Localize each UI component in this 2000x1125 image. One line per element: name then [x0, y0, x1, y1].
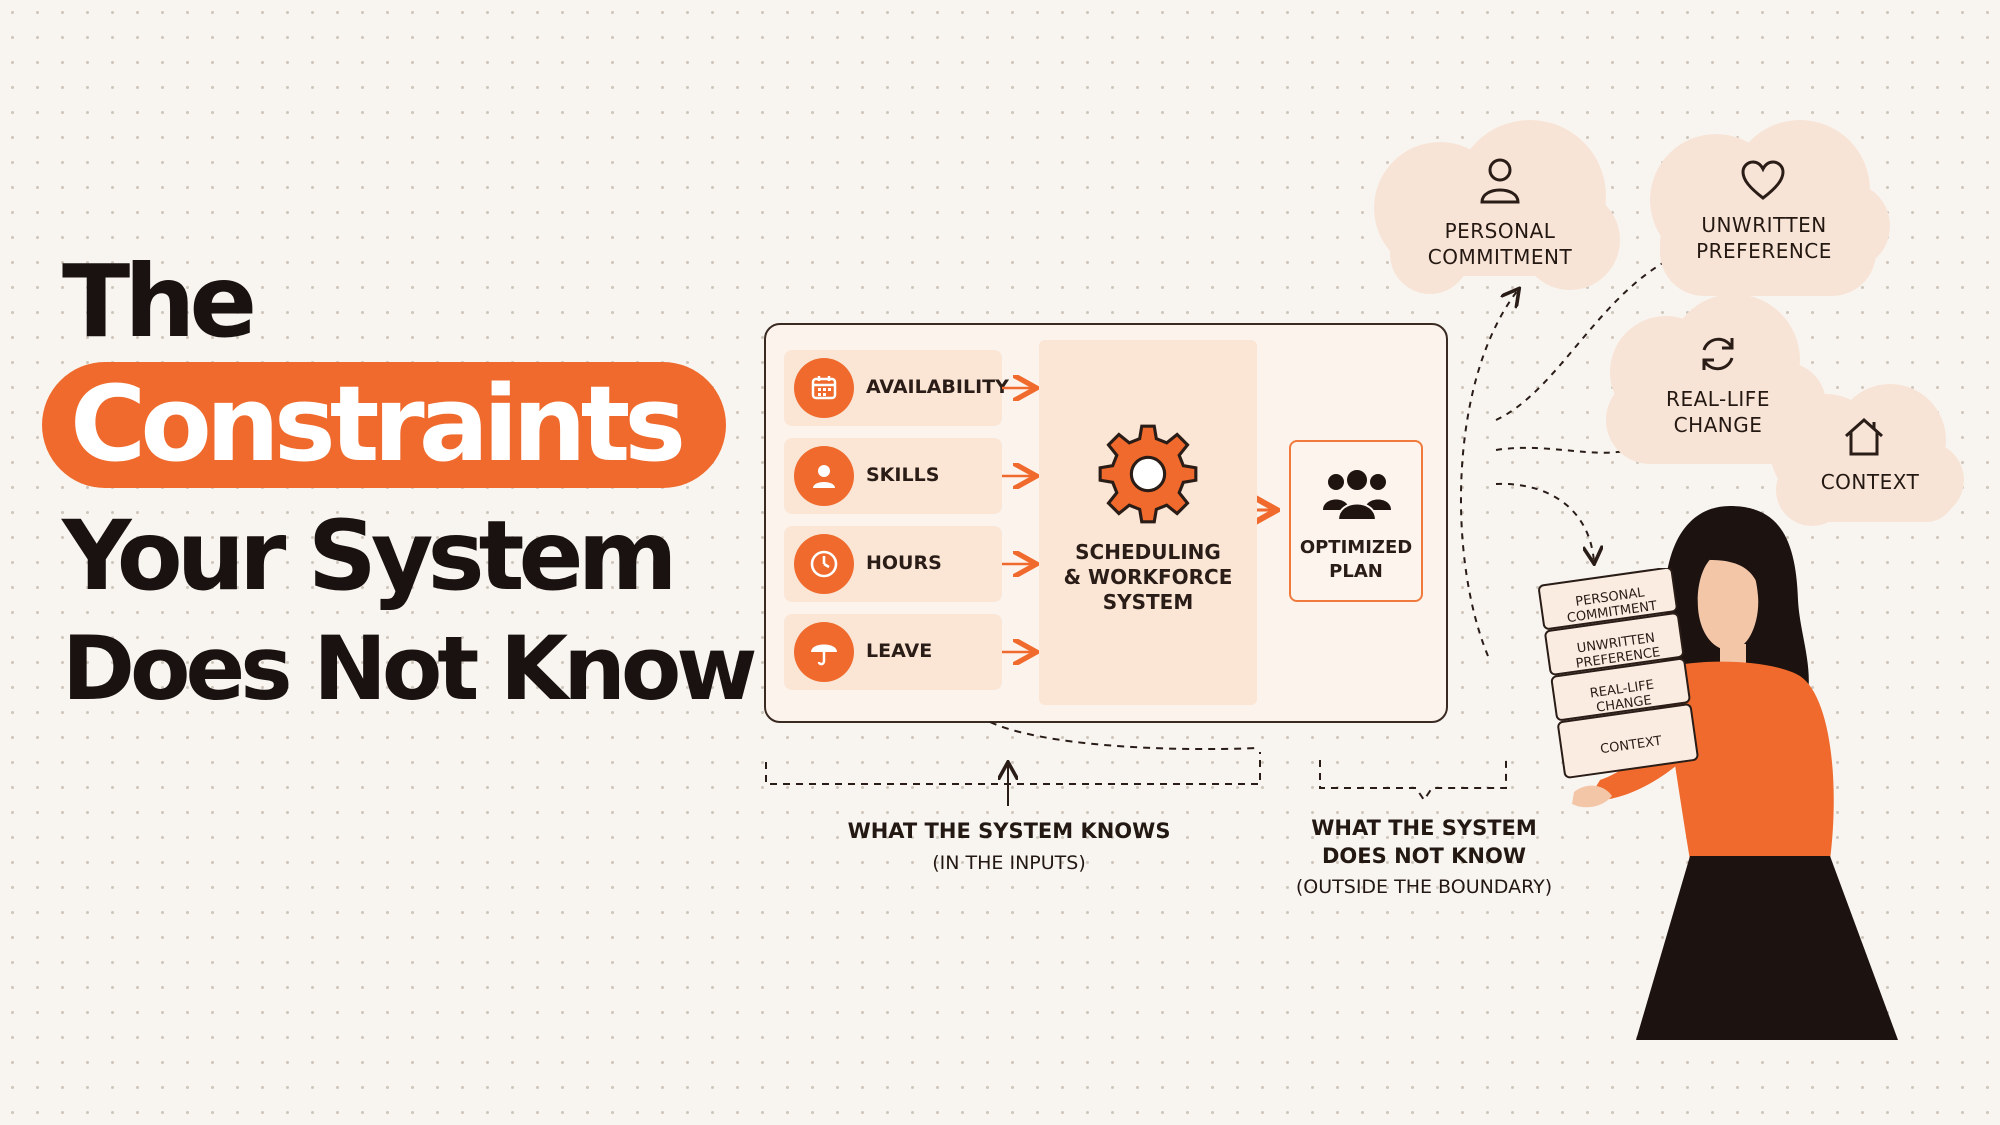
house-icon: [1845, 417, 1883, 456]
cloud-context: [1770, 384, 1964, 526]
input-label-skills: SKILLS: [866, 464, 940, 486]
team-icon: [1323, 468, 1391, 521]
input-label-availability: AVAILABILITY: [866, 376, 1009, 398]
system-label: SCHEDULING & WORKFORCE SYSTEM: [1063, 540, 1233, 614]
title-line-1: The: [62, 243, 257, 360]
knows-caption: WHAT THE SYSTEM KNOWS: [847, 819, 1171, 843]
connector-cards: [1495, 482, 1594, 562]
plan-label: OPTIMIZED PLAN: [1299, 537, 1413, 582]
heart-icon: [1741, 160, 1785, 200]
unknown-caption: WHAT THE SYSTEM DOES NOT KNOW: [1311, 816, 1537, 868]
calendar-icon: [794, 358, 854, 418]
refresh-icon: [1702, 337, 1734, 371]
connector-unwritten: [1495, 254, 1680, 421]
gear-icon: [1098, 424, 1198, 524]
umbrella-icon: [794, 622, 854, 682]
input-label-hours: HOURS: [866, 552, 942, 574]
unknown-bracket: [1319, 760, 1507, 802]
knows-caption-sub: (IN THE INPUTS): [932, 852, 1086, 874]
cloud-reallife: [1606, 294, 1826, 464]
cloud-unwritten: [1650, 120, 1890, 296]
title-highlight: Constraints: [70, 363, 686, 485]
cloud-context-label: CONTEXT: [1820, 470, 1920, 494]
unknown-caption-sub: (OUTSIDE THE BOUNDARY): [1295, 876, 1553, 898]
clock-icon: [794, 534, 854, 594]
person-outline-icon: [1480, 158, 1520, 204]
title-highlight-pill: [42, 362, 726, 488]
cloud-personal: [1374, 120, 1620, 294]
boundary-dash: [989, 721, 1259, 751]
title-line-3: Your System: [62, 500, 678, 612]
person-icon: [794, 446, 854, 506]
held-card-stack: [1538, 568, 1699, 779]
woman-illustration: [1572, 506, 1898, 1040]
title-line-4: Does Not Know: [62, 617, 758, 720]
input-label-leave: LEAVE: [866, 640, 933, 662]
